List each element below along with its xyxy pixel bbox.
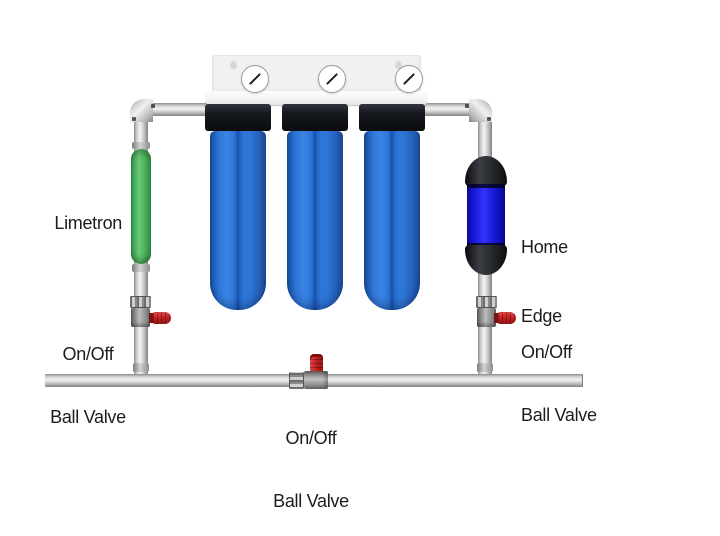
home-edge-device (465, 156, 507, 275)
limetron-label: Limetron (28, 192, 122, 255)
pipe-joint-mark (487, 117, 491, 121)
filter-housing-1 (210, 131, 266, 310)
ball-valve-right-stem (494, 313, 499, 323)
ball-valve-right-coupling (476, 296, 497, 308)
gauge-needle (248, 72, 262, 86)
pipe-fitting-ring (132, 264, 150, 272)
valve-label-line2: Ball Valve (521, 405, 597, 425)
home-edge-label-line2: Edge (521, 306, 562, 326)
filter-cap-2 (282, 104, 348, 131)
ball-valve-left-label: On/Off Ball Valve (33, 302, 143, 470)
valve-label-line2: Ball Valve (273, 491, 349, 511)
ball-valve-center-coupling (289, 372, 304, 389)
valve-label-line1: On/Off (285, 428, 337, 448)
limetron-device (131, 149, 151, 264)
home-edge-body (467, 184, 505, 247)
ball-valve-center-handle (310, 354, 323, 372)
home-edge-top-cap (465, 156, 507, 186)
pipe-elbow-top-right (469, 99, 492, 122)
filter-cap-1 (205, 104, 271, 131)
valve-label-line1: On/Off (521, 342, 572, 362)
pressure-gauge-icon-2 (318, 65, 346, 93)
pipe-fitting-ring (132, 142, 150, 149)
pipe-joint-mark (132, 117, 136, 121)
ball-valve-center-label: On/Off Ball Valve (260, 386, 362, 536)
pressure-gauge-icon-3 (395, 65, 423, 93)
filter-housing-2 (287, 131, 343, 310)
gauge-needle (325, 72, 339, 86)
pipe-fitting-ring (133, 363, 149, 372)
pipe-elbow-top-left (130, 99, 153, 122)
ball-valve-left (131, 308, 150, 327)
ball-valve-left-handle (153, 312, 171, 324)
pipe-fitting-ring (477, 363, 493, 372)
pipe-joint-mark (151, 104, 155, 108)
valve-label-line1: On/Off (62, 344, 114, 364)
filter-cap-3 (359, 104, 425, 131)
ball-valve-left-coupling (130, 296, 151, 308)
ball-valve-right-handle (498, 312, 516, 324)
limetron-label-text: Limetron (54, 213, 122, 233)
home-edge-label-line1: Home (521, 237, 568, 257)
ball-valve-right (477, 308, 496, 327)
ball-valve-center (304, 371, 328, 389)
pipe-joint-mark (465, 104, 469, 108)
home-edge-label: Home Edge (521, 190, 621, 374)
pressure-gauge-icon-1 (241, 65, 269, 93)
pipe-top-left-horizontal (143, 103, 211, 116)
home-edge-bottom-cap (465, 245, 507, 275)
valve-label-line2: Ball Valve (50, 407, 126, 427)
gauge-needle (402, 72, 416, 86)
filter-housing-3 (364, 131, 420, 310)
mounting-bracket-ledge (206, 91, 427, 105)
ball-valve-left-stem (149, 313, 154, 323)
ball-valve-right-label: On/Off Ball Valve (521, 300, 631, 468)
